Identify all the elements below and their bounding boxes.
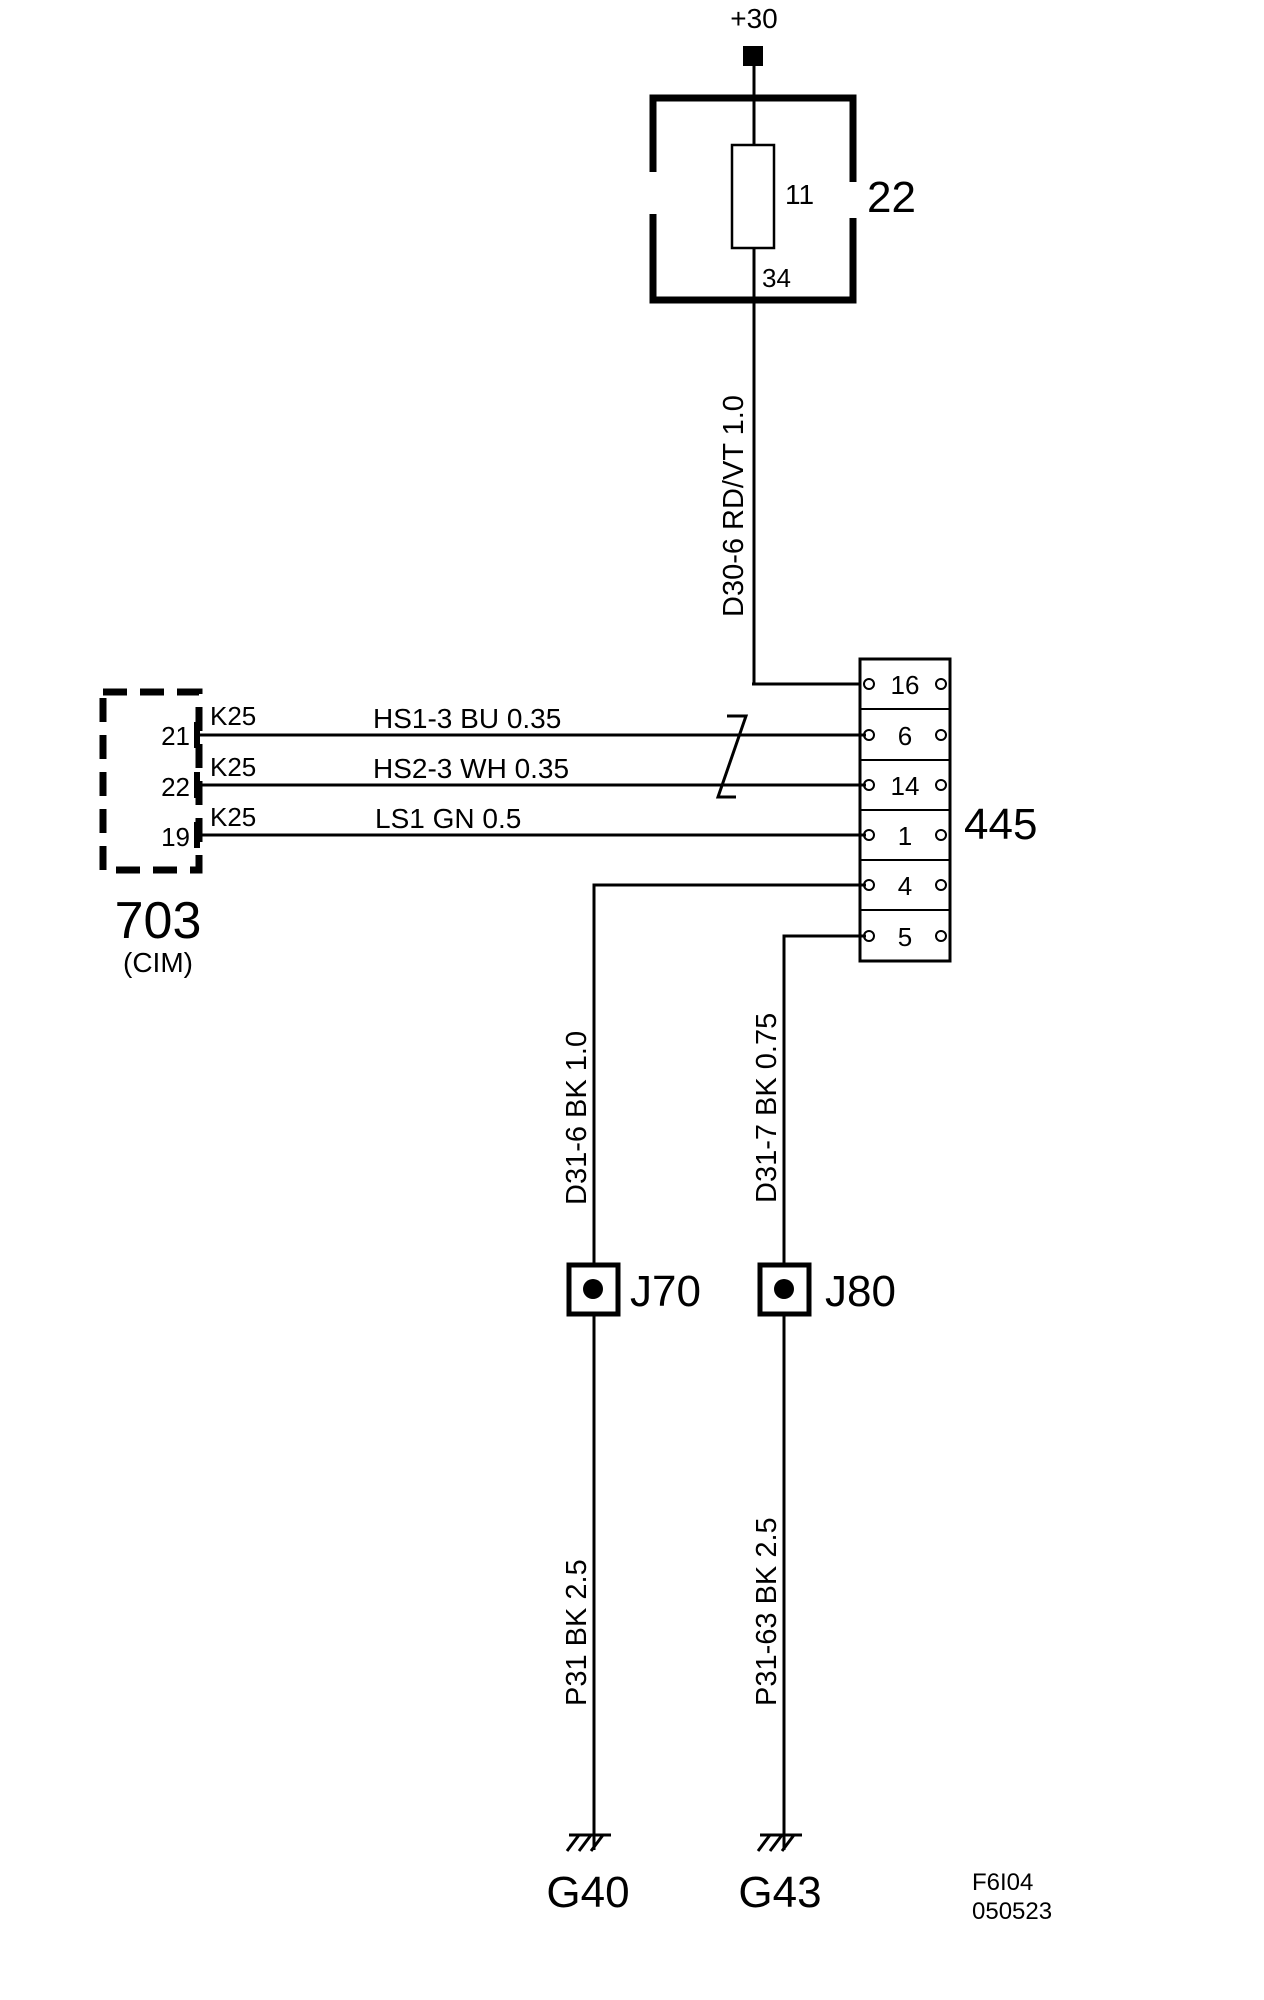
fuse-number: 11: [785, 179, 814, 210]
supply-label: +30: [730, 3, 778, 34]
junction-label: J80: [825, 1267, 896, 1316]
module-connector-label: K25: [210, 701, 256, 731]
supply-terminal: [743, 46, 763, 66]
module-name: (CIM): [123, 947, 193, 978]
connector-pin-number: 16: [891, 670, 920, 700]
right-lower-wire-label: P31-63 BK 2.5: [751, 1517, 783, 1706]
connector-445-id: 445: [964, 800, 1037, 849]
ground-label: G43: [738, 1868, 821, 1917]
module-pin-number: 21: [161, 721, 190, 751]
supply-wire-label: D30-6 RD/VT 1.0: [718, 395, 750, 617]
connector-pin-number: 1: [898, 821, 912, 851]
ground-symbol-g40: [565, 1833, 611, 1852]
module-pin-number: 22: [161, 772, 190, 802]
module-connector-label: K25: [210, 802, 256, 832]
fuse-terminal: 34: [762, 263, 791, 293]
fuse-symbol: [730, 143, 776, 250]
ground-symbol-g43: [756, 1833, 802, 1852]
module-703: 21 22 19: [99, 688, 203, 874]
left-lower-wire-label: P31 BK 2.5: [561, 1559, 593, 1706]
junction-j70: [566, 1262, 621, 1317]
module-id: 703: [115, 892, 202, 950]
ls1-wire-label: LS1 GN 0.5: [375, 803, 521, 834]
connector-445: 16 6 14 1 4 5: [858, 657, 952, 963]
connector-pin-number: 5: [898, 922, 912, 952]
diagram-date: 050523: [972, 1898, 1052, 1925]
ground-label: G40: [546, 1868, 629, 1917]
right-ground-wire: [782, 934, 866, 1850]
hs2-wire-label: HS2-3 WH 0.35: [373, 753, 569, 784]
twisted-pair-symbol: [715, 714, 749, 799]
hs1-wire-label: HS1-3 BU 0.35: [373, 703, 561, 734]
connector-pin-number: 6: [898, 721, 912, 751]
connector-pin-number: 4: [898, 871, 912, 901]
junction-label: J70: [630, 1267, 701, 1316]
fuse-box-id: 22: [867, 173, 916, 222]
diagram-code: F6I04: [972, 1869, 1033, 1896]
module-pin-number: 19: [161, 822, 190, 852]
junction-j80: [757, 1262, 812, 1317]
right-ground-wire-label: D31-7 BK 0.75: [751, 1013, 783, 1203]
connector-pin-number: 14: [891, 771, 920, 801]
left-ground-wire-label: D31-6 BK 1.0: [561, 1031, 593, 1205]
left-ground-wire: [592, 883, 866, 1850]
fuse-box: 11 22 34: [649, 94, 916, 304]
module-connector-label: K25: [210, 752, 256, 782]
